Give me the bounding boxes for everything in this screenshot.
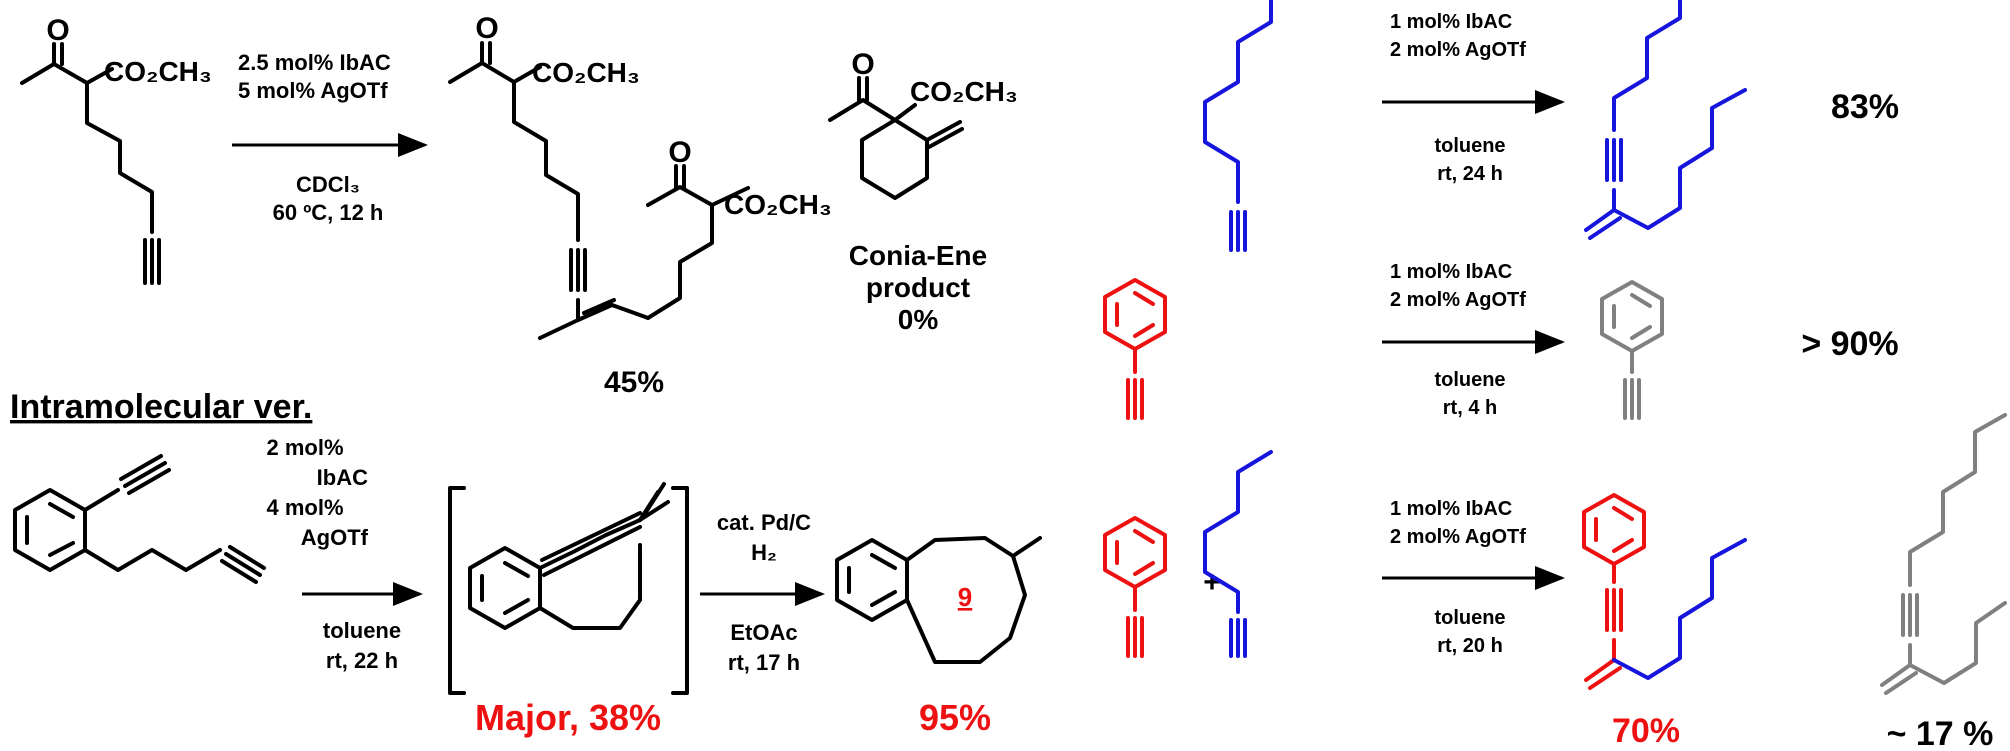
r1-yield: 45% xyxy=(604,366,664,399)
carbonyl-oxygen-4: O xyxy=(851,48,874,81)
rr2-cond-1: 1 mol% IbAC xyxy=(1390,261,1512,283)
hyd-cond-3: EtOAc xyxy=(730,620,797,645)
rr1-cond-2: 2 mol% AgOTf xyxy=(1390,39,1526,61)
diyne-substrate xyxy=(13,454,266,584)
dimer-product xyxy=(448,41,750,340)
rr1-yield: 83% xyxy=(1831,88,1899,126)
ester-group-2: CO₂CH₃ xyxy=(532,57,640,88)
rr3-yield: 70% xyxy=(1612,712,1680,750)
carbonyl-oxygen-2: O xyxy=(475,12,498,45)
bracket-intermediate xyxy=(448,482,689,695)
r1-cond-silver: 5 mol% AgOTf xyxy=(238,78,388,103)
hyd-cond-4: rt, 17 h xyxy=(728,650,800,675)
intra-yield: 95% xyxy=(919,697,991,738)
intra-cond-5: toluene xyxy=(323,618,401,643)
cyclononane-product xyxy=(835,536,1042,664)
rr3-cond-2: 2 mol% AgOTf xyxy=(1390,526,1526,548)
intra-cond-3: 4 mol% xyxy=(266,495,343,520)
rr2-cond-4: rt, 4 h xyxy=(1443,397,1497,419)
rr2-cond-3: toluene xyxy=(1434,369,1505,391)
r-1-hexyne-reagent xyxy=(1203,0,1273,252)
intramolecular-heading: Intramolecular ver. xyxy=(10,388,312,426)
ester-group-4: CO₂CH₃ xyxy=(910,76,1018,107)
rr1-cond-1: 1 mol% IbAC xyxy=(1390,11,1512,33)
r3-hexyne-reagent xyxy=(1203,450,1273,658)
r1-cond-catalyst: 2.5 mol% IbAC xyxy=(238,50,391,75)
rr2-cond-2: 2 mol% AgOTf xyxy=(1390,289,1526,311)
major-intermediate-label: Major, 38% xyxy=(475,697,661,738)
conia-label-2: product xyxy=(866,272,970,303)
r1-cond-temp: 60 ºC, 12 h xyxy=(273,200,384,225)
rr1-cond-3: toluene xyxy=(1434,135,1505,157)
conia-label-3: 0% xyxy=(898,304,939,335)
rr1-cond-4: rt, 24 h xyxy=(1437,163,1503,185)
intra-cond-1: 2 mol% xyxy=(266,435,343,460)
rr1-product xyxy=(1584,0,1747,240)
carbonyl-oxygen-1: O xyxy=(46,14,69,47)
carbonyl-oxygen-3: O xyxy=(668,136,691,169)
intra-cond-4: AgOTf xyxy=(301,525,369,550)
ester-group-3: CO₂CH₃ xyxy=(724,189,832,220)
r-phenylacetylene-reagent xyxy=(1103,278,1167,420)
rr3-cond-1: 1 mol% IbAC xyxy=(1390,498,1512,520)
hyd-cond-2: H₂ xyxy=(751,540,777,565)
rr3-blue-product-fragment xyxy=(1612,538,1747,680)
intra-cond-2: IbAC xyxy=(317,465,368,490)
hyd-cond-1: cat. Pd/C xyxy=(717,510,811,535)
conia-ene-product xyxy=(828,76,964,200)
rr3-side-yield: ~ 17 % xyxy=(1887,715,1994,751)
ester-group-1: CO₂CH₃ xyxy=(104,56,212,87)
rr2-yield: > 90% xyxy=(1801,325,1898,363)
ring-size-label: 9 xyxy=(958,582,972,612)
intra-cond-6: rt, 22 h xyxy=(326,648,398,673)
rr3-red-product-fragment xyxy=(1582,493,1646,690)
rr2-product xyxy=(1600,280,1664,420)
starting-ketoester xyxy=(20,42,161,285)
r3-phenylacetylene-reagent xyxy=(1103,516,1167,658)
rr3-cond-4: rt, 20 h xyxy=(1437,635,1503,657)
r1-cond-solvent: CDCl₃ xyxy=(296,172,360,197)
conia-label-1: Conia-Ene xyxy=(849,240,987,271)
rr3-cond-3: toluene xyxy=(1434,607,1505,629)
rr3-gray-side-product xyxy=(1880,413,2007,695)
